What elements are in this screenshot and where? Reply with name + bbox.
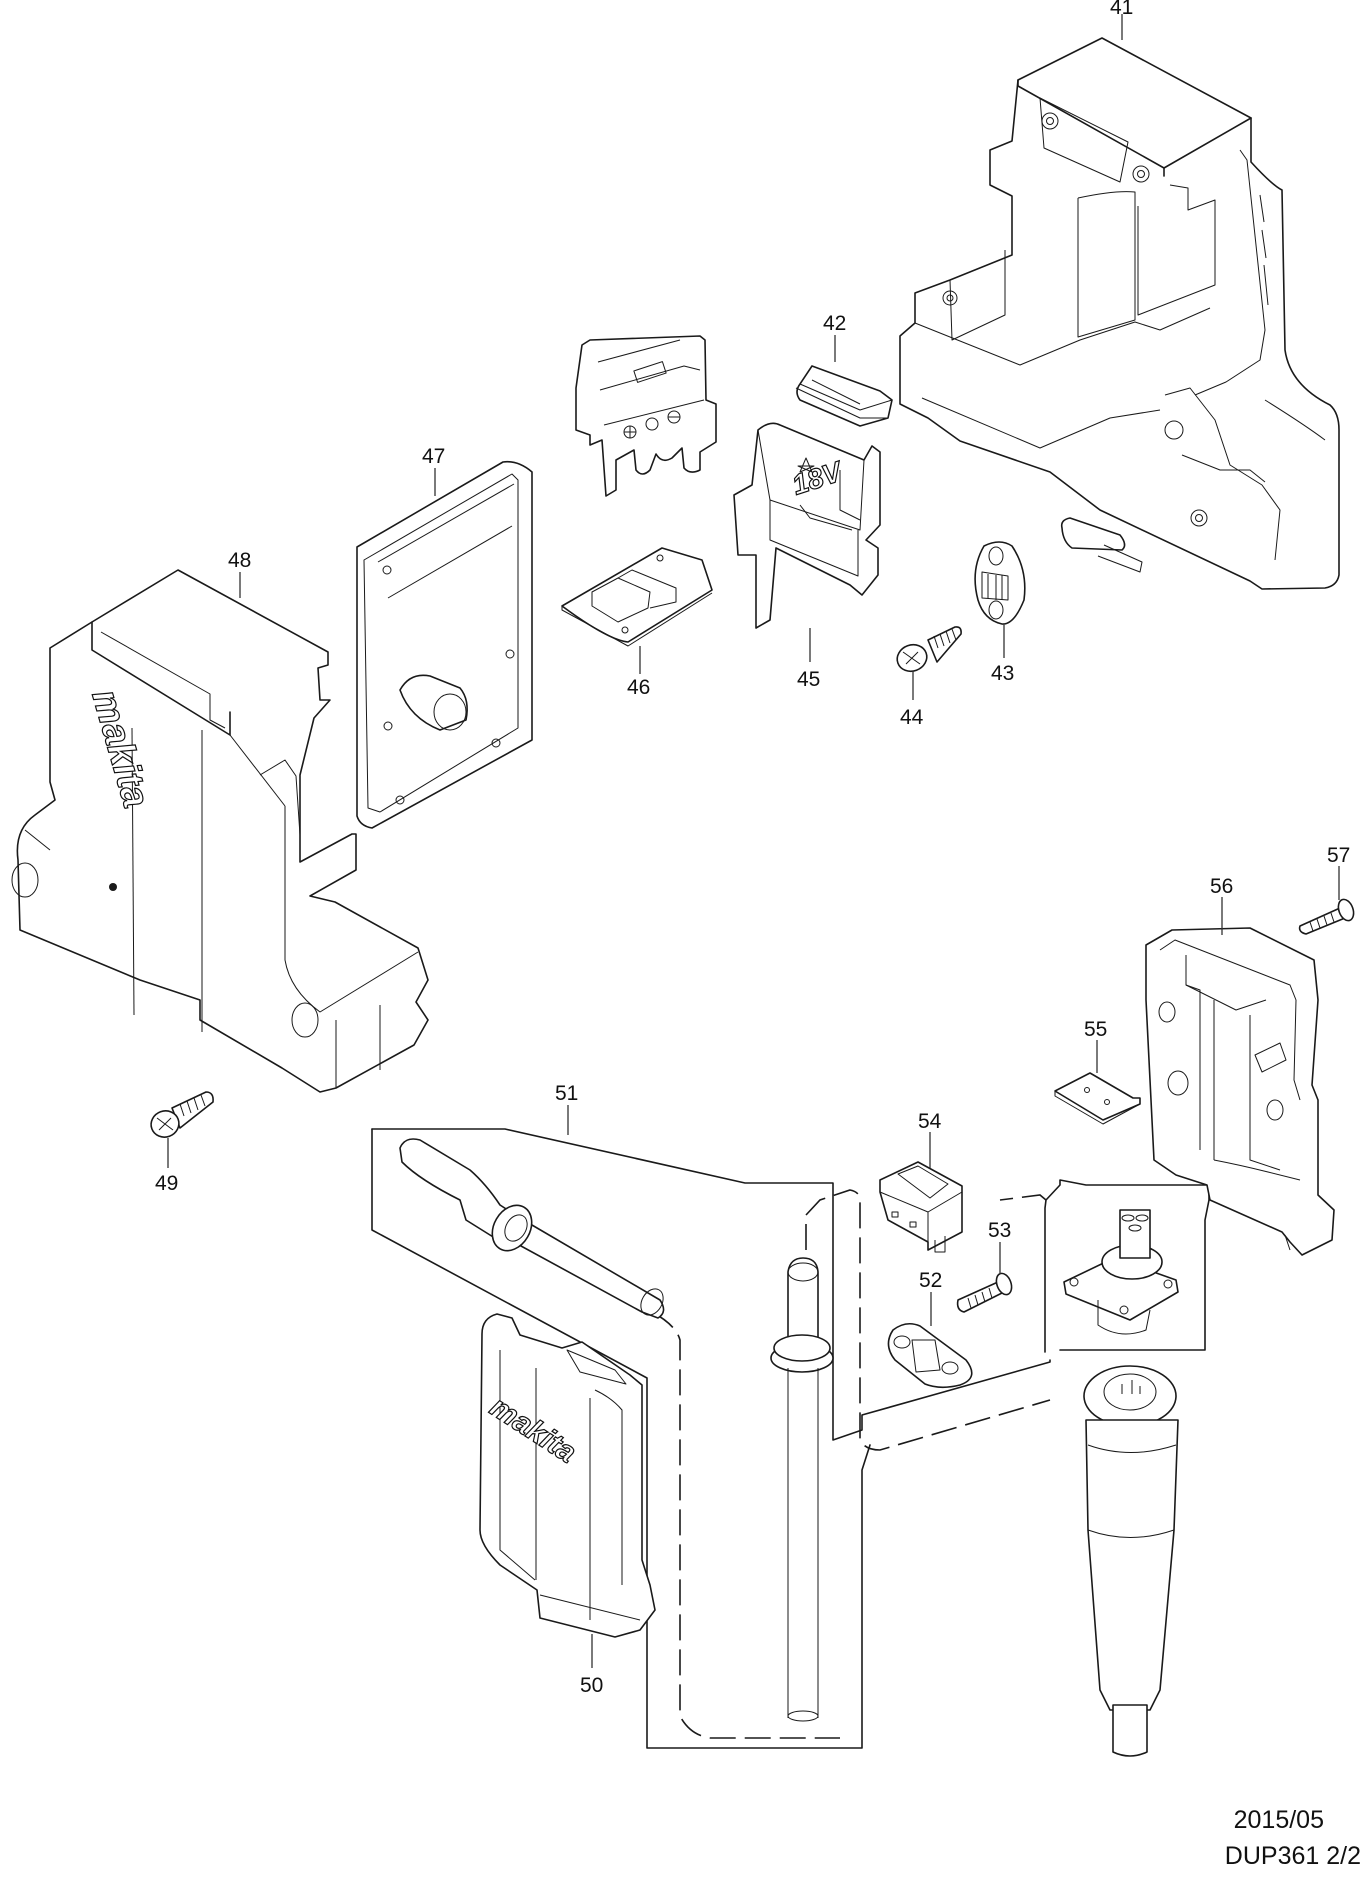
callout-47[interactable]: 47 xyxy=(422,445,445,468)
callout-56[interactable]: 56 xyxy=(1210,875,1233,898)
part-48-battery-cover-housing[interactable]: makita xyxy=(11,569,429,1093)
callout-51[interactable]: 51 xyxy=(555,1082,578,1105)
part-49-screw[interactable] xyxy=(147,1091,214,1141)
footer-model-page: DUP361 2/2 xyxy=(1224,1842,1361,1870)
callout-52[interactable]: 52 xyxy=(919,1269,942,1292)
connector-receptacle xyxy=(1063,1209,1179,1335)
part-43-cable-clamp[interactable] xyxy=(974,541,1026,625)
terminal-block xyxy=(575,335,717,497)
part-45-terminal-holder[interactable]: 18V xyxy=(733,422,881,629)
footer-date: 2015/05 xyxy=(1233,1806,1324,1834)
part-52-strain-relief[interactable] xyxy=(887,1322,973,1389)
part-46-circuit-board[interactable] xyxy=(561,547,713,647)
callout-49[interactable]: 49 xyxy=(155,1172,178,1195)
callout-41[interactable]: 41 xyxy=(1110,0,1133,19)
part-47-controller-case[interactable] xyxy=(356,460,533,829)
callout-42[interactable]: 42 xyxy=(823,312,846,335)
callout-53[interactable]: 53 xyxy=(988,1219,1011,1242)
part-55-plate[interactable] xyxy=(1054,1072,1141,1125)
part-53-screw[interactable] xyxy=(956,1271,1015,1313)
callout-50[interactable]: 50 xyxy=(580,1674,603,1697)
part-54-rocker-switch[interactable] xyxy=(879,1161,963,1253)
callout-44[interactable]: 44 xyxy=(900,706,924,729)
part-41-housing-frame[interactable] xyxy=(899,37,1340,590)
connector-group-boundary xyxy=(1044,1179,1210,1353)
part-42-spring-clip[interactable] xyxy=(795,365,893,427)
callout-57[interactable]: 57 xyxy=(1327,844,1350,867)
callout-48[interactable]: 48 xyxy=(228,549,251,572)
callout-43[interactable]: 43 xyxy=(991,662,1014,685)
logo-dot xyxy=(109,883,117,891)
part-41-spring-clip xyxy=(1060,517,1143,573)
part-56-connector-housing[interactable] xyxy=(1145,927,1335,1256)
part-51-cord-assembly[interactable] xyxy=(371,1128,1051,1749)
connector-plug-cord xyxy=(1083,1365,1179,1757)
capacitor xyxy=(399,674,468,731)
part-50-battery-cover[interactable]: makita xyxy=(479,1313,656,1638)
callout-54[interactable]: 54 xyxy=(918,1110,942,1133)
part-44-screw[interactable] xyxy=(893,626,962,675)
callout-46[interactable]: 46 xyxy=(627,676,650,699)
callout-55[interactable]: 55 xyxy=(1084,1018,1107,1041)
part-57-screw[interactable] xyxy=(1298,897,1357,935)
callout-45[interactable]: 45 xyxy=(797,668,820,691)
